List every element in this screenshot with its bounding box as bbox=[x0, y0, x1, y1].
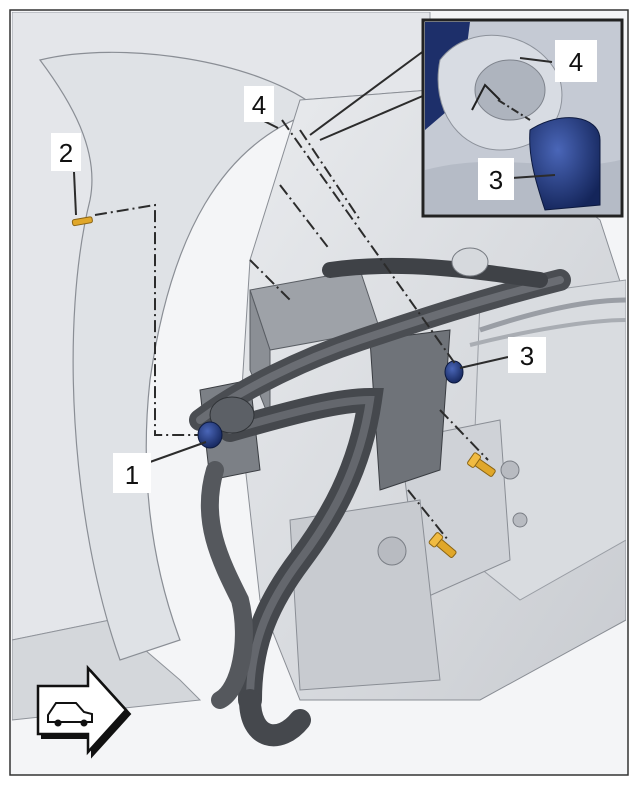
wheel-arch bbox=[38, 51, 322, 661]
coolant-hose-lower bbox=[218, 387, 384, 712]
mounting-nut-3 bbox=[444, 360, 464, 384]
callout-4-main: 4 bbox=[244, 86, 274, 122]
callout-3-inset: 3 bbox=[478, 158, 514, 200]
brake-line bbox=[469, 318, 626, 347]
svg-text:4: 4 bbox=[252, 90, 266, 120]
bolt-upper-right bbox=[467, 452, 496, 477]
vent-hose bbox=[322, 257, 548, 288]
inset-nut-3 bbox=[529, 117, 601, 211]
inset-mount-hole bbox=[474, 59, 546, 121]
svg-text:4: 4 bbox=[569, 47, 583, 77]
panel-hole bbox=[512, 512, 528, 528]
brake-line bbox=[479, 297, 626, 333]
panel-hole bbox=[377, 536, 407, 566]
svg-text:3: 3 bbox=[520, 341, 534, 371]
leader-lines bbox=[94, 119, 489, 541]
inset-leader-4 bbox=[519, 57, 553, 63]
bolt-2 bbox=[71, 216, 93, 227]
callout-2: 2 bbox=[51, 133, 81, 171]
callout-4-inset: 4 bbox=[555, 40, 597, 82]
inset-pointer bbox=[309, 49, 426, 141]
callout-1: 1 bbox=[113, 453, 151, 493]
bolt-lower bbox=[428, 532, 457, 558]
pump-port bbox=[209, 396, 255, 434]
vehicle-front-direction-arrow-icon bbox=[36, 664, 132, 759]
inset-leader-3 bbox=[511, 174, 556, 179]
callout-3-main: 3 bbox=[508, 337, 546, 373]
svg-text:2: 2 bbox=[59, 138, 73, 168]
hose-end bbox=[239, 689, 311, 747]
return-hose bbox=[200, 461, 253, 709]
svg-text:1: 1 bbox=[125, 460, 139, 490]
control-unit bbox=[369, 329, 451, 491]
svg-text:3: 3 bbox=[489, 165, 503, 195]
reservoir-cap bbox=[451, 247, 489, 277]
panel-hole bbox=[500, 460, 520, 480]
